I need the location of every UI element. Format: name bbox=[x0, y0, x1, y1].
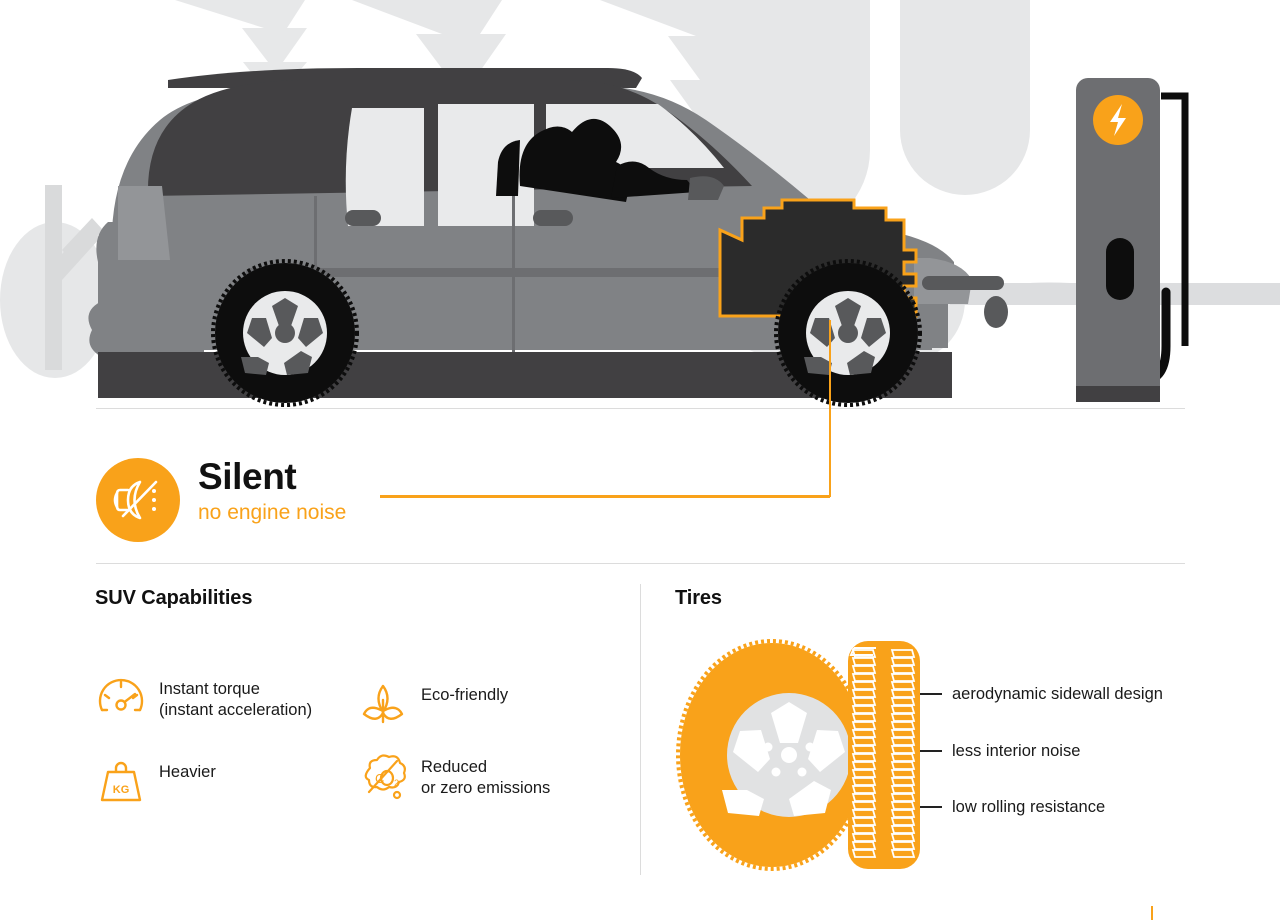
weight-kg-icon: KG bbox=[95, 755, 147, 807]
callout-leader-line bbox=[920, 693, 942, 695]
silent-callout: Silent no engine noise bbox=[96, 456, 1186, 544]
feature-label: Instant torque (instant acceleration) bbox=[159, 680, 313, 719]
svg-text:KG: KG bbox=[113, 784, 130, 796]
charger-nozzle bbox=[1106, 238, 1134, 300]
tire-tread-pattern bbox=[848, 641, 920, 869]
tire-callout: less interior noise bbox=[920, 741, 1080, 761]
ev-charging-station bbox=[1076, 78, 1189, 402]
callout-leader-line bbox=[920, 806, 942, 808]
muted-speaker-icon bbox=[96, 458, 180, 542]
tread-rows-right bbox=[890, 649, 916, 858]
column-divider bbox=[640, 584, 641, 875]
speedometer-icon bbox=[95, 672, 147, 724]
passenger-silhouettes bbox=[496, 118, 697, 202]
corner-accent-tick bbox=[1151, 906, 1153, 920]
callout-rule bbox=[380, 496, 830, 498]
suv-window-mid bbox=[438, 104, 534, 226]
tread-rows-left bbox=[851, 649, 877, 858]
suv-capabilities-title: SUV Capabilities bbox=[95, 587, 253, 609]
feature-label: Reduced or zero emissions bbox=[421, 758, 551, 797]
callout-leader-line bbox=[920, 750, 942, 752]
hero-illustration bbox=[0, 0, 1280, 420]
charger-base bbox=[1076, 386, 1160, 402]
suv-wheel-front bbox=[774, 259, 922, 407]
svg-text:2: 2 bbox=[394, 778, 399, 788]
tire-and-wheel-diagram bbox=[676, 636, 936, 874]
suv-body-crease bbox=[246, 268, 806, 277]
ground-line bbox=[96, 408, 1185, 409]
suv-door-handle-rear bbox=[345, 210, 381, 226]
tire-callout: aerodynamic sidewall design bbox=[920, 684, 1163, 704]
suv-wheel-rear bbox=[211, 259, 359, 407]
suv-side-mirror bbox=[688, 176, 724, 200]
tire-sidewall-with-alloy-wheel bbox=[676, 639, 868, 871]
feature-eco-friendly: Eco-friendly bbox=[357, 678, 508, 730]
tire-callout-label: low rolling resistance bbox=[952, 798, 1106, 816]
tires-title: Tires bbox=[675, 587, 722, 609]
tire-callout-label: less interior noise bbox=[952, 742, 1081, 760]
suv-door-handle-front bbox=[533, 210, 573, 226]
feature-instant-torque: Instant torque (instant acceleration) bbox=[95, 672, 312, 724]
tire-callout-list: aerodynamic sidewall design less interio… bbox=[920, 636, 1240, 874]
callout-title: Silent bbox=[198, 456, 297, 497]
suv-window-rear bbox=[345, 108, 424, 226]
suv-rear-bumper bbox=[88, 302, 204, 356]
leaf-plant-icon bbox=[357, 678, 409, 730]
tire-callout: low rolling resistance bbox=[920, 797, 1105, 817]
section-divider bbox=[96, 563, 1185, 564]
charging-cable-holder bbox=[1161, 92, 1189, 346]
feature-reduced-emissions: C 2 Reduced or zero emissions bbox=[357, 750, 550, 802]
svg-text:C: C bbox=[375, 771, 384, 786]
suv-fog-lamp bbox=[984, 296, 1008, 328]
feature-label: Eco-friendly bbox=[421, 686, 509, 704]
suv-tail-light bbox=[118, 186, 170, 260]
co2-crossed-icon: C 2 bbox=[357, 750, 409, 802]
callout-subtitle: no engine noise bbox=[198, 501, 347, 524]
feature-heavier: KG Heavier bbox=[95, 755, 216, 807]
charger-body bbox=[1076, 78, 1160, 398]
electric-suv bbox=[88, 68, 1008, 407]
tire-callout-label: aerodynamic sidewall design bbox=[952, 685, 1163, 703]
suv-door-seam-front bbox=[512, 196, 515, 352]
suv-front-bumper-line bbox=[922, 276, 1004, 290]
feature-label: Heavier bbox=[159, 763, 216, 781]
